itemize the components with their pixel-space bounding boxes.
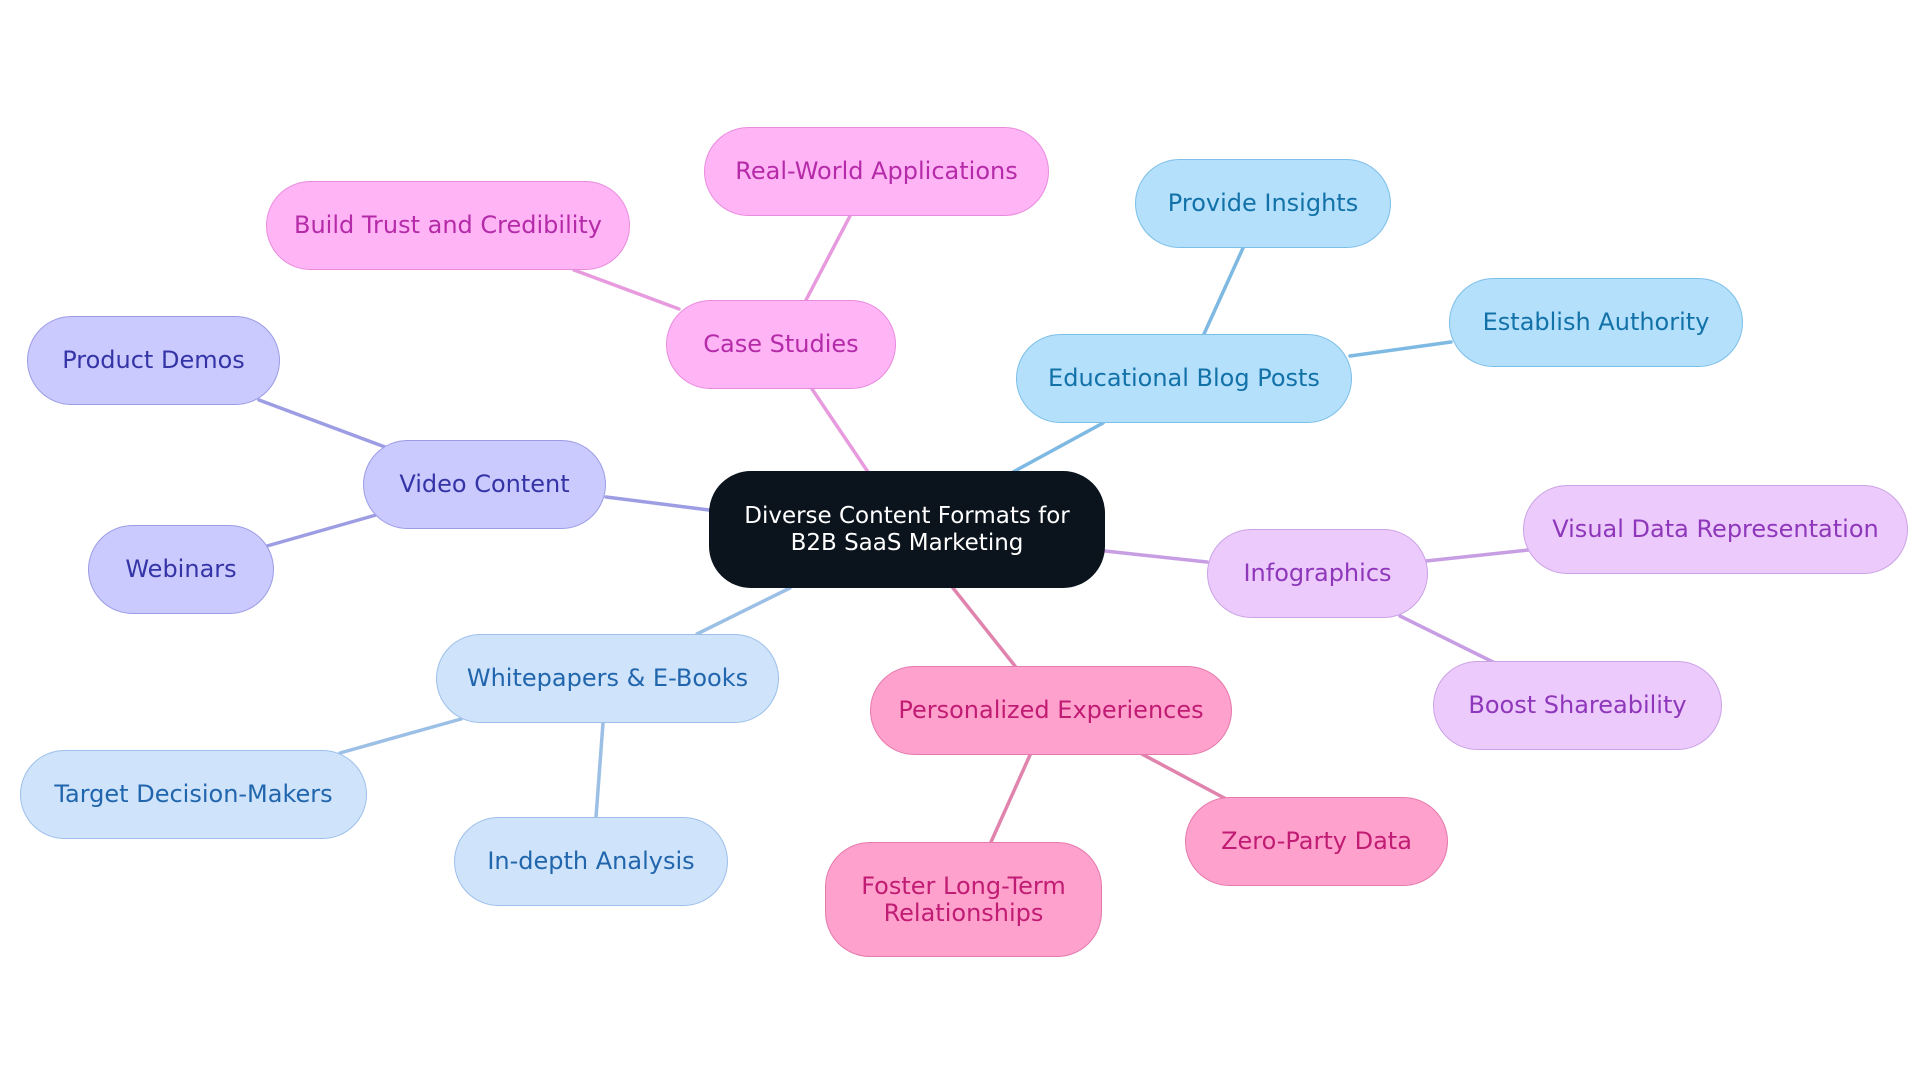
edge-blog-provide-insights [1202, 246, 1245, 336]
node-in-depth-analysis: In-depth Analysis [454, 817, 728, 906]
edge-root-whitepapers [695, 586, 792, 636]
edge-white-depth [594, 721, 605, 819]
edge-pers-foster [989, 753, 1032, 844]
edge-video-demos [257, 398, 387, 449]
edge-root-personalized [951, 586, 1017, 668]
edge-root-infographics [1103, 549, 1209, 564]
edge-root-blog-posts [1011, 421, 1105, 474]
edge-root-case-studies [810, 387, 870, 474]
edge-info-visual [1424, 548, 1530, 563]
node-whitepapers-ebooks: Whitepapers & E-Books [436, 634, 779, 723]
node-infographics: Infographics [1207, 529, 1428, 618]
node-video-content: Video Content [363, 440, 606, 529]
node-case-studies: Case Studies [666, 300, 896, 389]
edge-video-webinars [265, 513, 378, 548]
edge-pers-zero [1138, 751, 1230, 802]
node-webinars: Webinars [88, 525, 274, 614]
edge-white-target [338, 717, 463, 755]
edge-blog-authority [1348, 340, 1453, 358]
node-establish-authority: Establish Authority [1449, 278, 1743, 367]
node-real-world-applications: Real-World Applications [704, 127, 1049, 216]
node-personalized-experiences: Personalized Experiences [870, 666, 1232, 755]
node-foster-long-term-relationships: Foster Long-Term Relationships [825, 842, 1102, 957]
root-node: Diverse Content Formats for B2B SaaS Mar… [709, 471, 1105, 588]
edge-root-video-content [604, 495, 711, 512]
node-provide-insights: Provide Insights [1135, 159, 1391, 248]
node-boost-shareability: Boost Shareability [1433, 661, 1722, 750]
node-zero-party-data: Zero-Party Data [1185, 797, 1448, 886]
node-product-demos: Product Demos [27, 316, 280, 405]
edge-case-real-world [804, 214, 852, 302]
node-educational-blog-posts: Educational Blog Posts [1016, 334, 1352, 423]
edge-case-build-trust [572, 268, 681, 311]
node-build-trust-and-credibility: Build Trust and Credibility [266, 181, 630, 270]
node-visual-data-representation: Visual Data Representation [1523, 485, 1908, 574]
node-target-decision-makers: Target Decision-Makers [20, 750, 367, 839]
edge-info-boost [1398, 614, 1495, 664]
